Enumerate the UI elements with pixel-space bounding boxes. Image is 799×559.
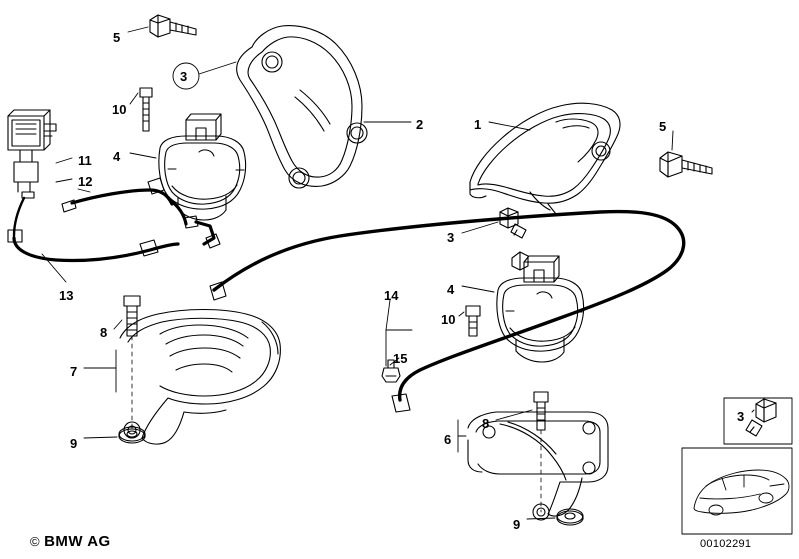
callout-10-left: 10 xyxy=(112,102,127,117)
callout-3-circled: 3 xyxy=(180,69,188,84)
part-vacuum-hose-13 xyxy=(7,196,180,263)
part-clip-15 xyxy=(381,359,401,383)
part-bolt-5-top-left xyxy=(149,14,197,38)
callout-1: 1 xyxy=(474,117,482,132)
callout-9-right: 9 xyxy=(513,517,521,532)
callout-15: 15 xyxy=(393,351,408,366)
part-bolt-10-left xyxy=(139,87,153,132)
callout-14: 14 xyxy=(384,288,399,303)
callout-3-right: 3 xyxy=(447,230,455,245)
part-bolt-5-right xyxy=(659,151,713,178)
callout-4-left: 4 xyxy=(113,149,121,164)
callout-2: 2 xyxy=(416,117,424,132)
callout-8-right: 8 xyxy=(482,416,490,431)
part-bracket-1 xyxy=(469,102,621,215)
part-washer-9-left xyxy=(118,426,146,444)
callout-11: 11 xyxy=(78,153,92,168)
brand-mark: ©BMW AG xyxy=(30,533,111,550)
callout-7: 7 xyxy=(70,364,78,379)
drawing-number: 00102291 xyxy=(700,538,752,550)
copyright-icon: © xyxy=(30,534,41,549)
callout-6: 6 xyxy=(444,432,452,447)
detail-box-bolt xyxy=(723,397,793,445)
callout-9-left: 9 xyxy=(70,436,78,451)
part-engine-mount-4-right xyxy=(496,251,585,363)
callout-12: 12 xyxy=(78,174,93,189)
part-vacuum-hose-12 xyxy=(61,177,221,249)
callout-8-left: 8 xyxy=(100,325,108,340)
brand-label: BMW AG xyxy=(44,533,111,550)
vehicle-silhouette-icon xyxy=(693,469,790,516)
part-bracket-2 xyxy=(236,25,368,189)
part-torque-rod-14 xyxy=(209,209,686,413)
callout-4-right: 4 xyxy=(447,282,455,297)
callout-10-right: 10 xyxy=(441,312,456,327)
part-vacuum-valve-11 xyxy=(7,109,57,199)
part-bolt-3-detail xyxy=(745,398,777,437)
callout-5-right: 5 xyxy=(659,119,667,134)
callout-13: 13 xyxy=(59,288,74,303)
part-bolt-8-right xyxy=(533,391,549,431)
part-bracket-6 xyxy=(467,411,609,521)
part-washer-9-right xyxy=(556,508,584,526)
callout-5-top-left: 5 xyxy=(113,30,121,45)
callout-3-detail: 3 xyxy=(737,409,745,424)
part-bolt-3-right xyxy=(499,207,527,239)
detail-box-vehicle xyxy=(681,447,793,535)
part-bolt-8-left xyxy=(123,295,141,337)
part-bracket-7 xyxy=(119,308,281,445)
part-bolt-10-right xyxy=(465,305,481,337)
